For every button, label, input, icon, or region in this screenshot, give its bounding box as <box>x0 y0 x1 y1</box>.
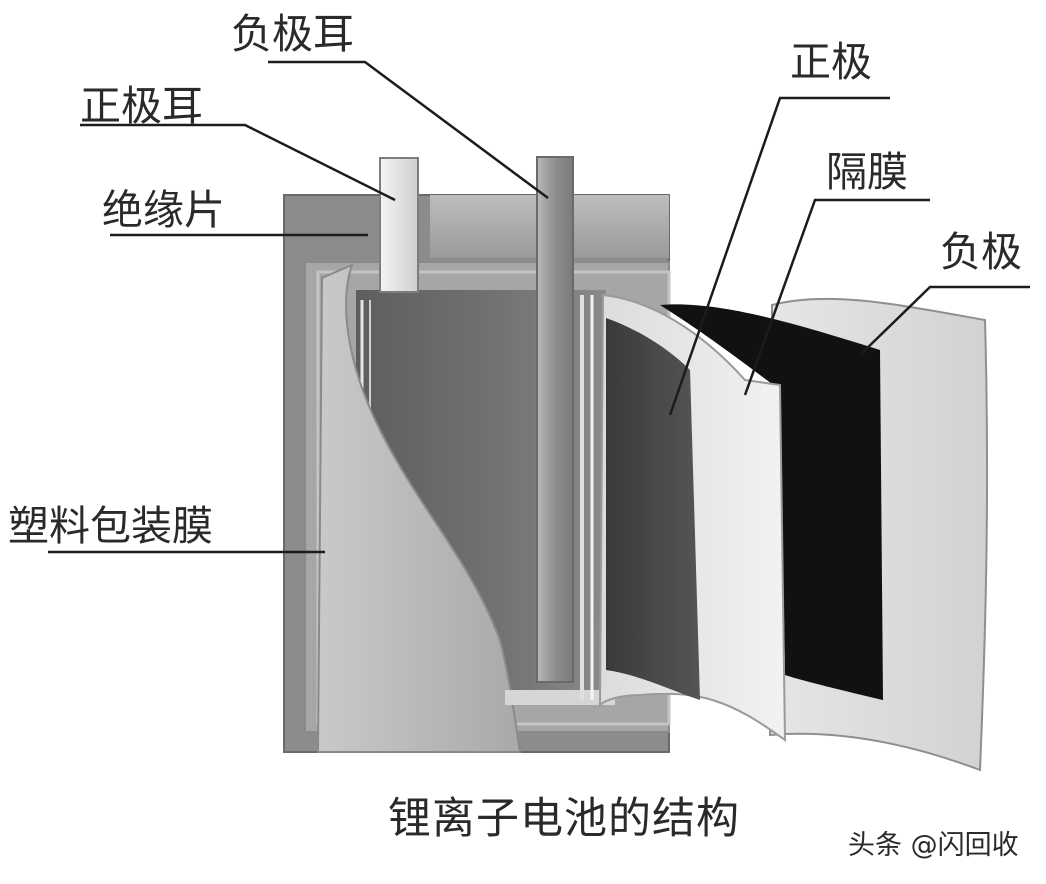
watermark: 头条 @闪回收 <box>848 830 1019 861</box>
positive-electrode-label: 正极 <box>790 38 872 86</box>
leader-positive-electrode <box>668 96 890 416</box>
negative-electrode-label: 负极 <box>940 228 1022 276</box>
leader-separator <box>743 198 930 396</box>
insulating-sheet-label: 绝缘片 <box>102 186 225 234</box>
leader-negative-electrode <box>859 285 1030 356</box>
separator-label: 隔膜 <box>826 148 908 196</box>
black-layer <box>660 304 883 700</box>
leader-positive-tab <box>80 123 396 202</box>
plastic-film-label: 塑料包装膜 <box>8 502 213 550</box>
negative-tab-label: 负极耳 <box>231 10 354 58</box>
positive-tab <box>379 157 419 293</box>
negative-tab <box>536 156 574 683</box>
diagram-caption: 锂离子电池的结构 <box>388 794 740 844</box>
leader-negative-tab <box>268 60 549 200</box>
leader-lines <box>48 60 1030 554</box>
positive-tab-label: 正极耳 <box>80 82 203 130</box>
positive-electrode-sheet <box>606 318 700 700</box>
